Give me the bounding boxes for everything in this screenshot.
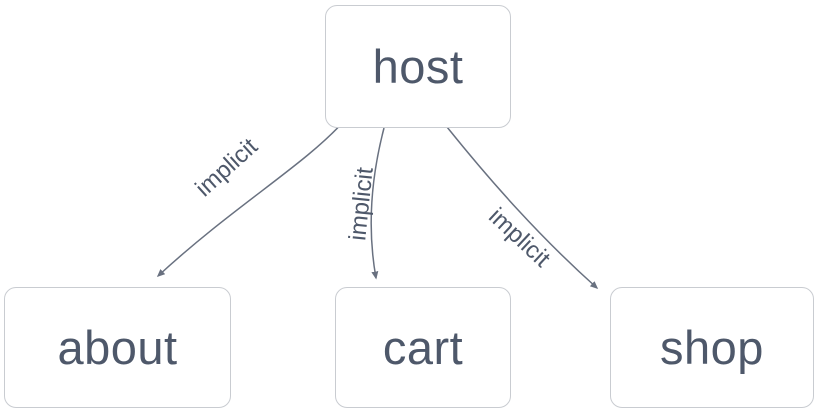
node-about: about	[4, 287, 231, 408]
edge-label-host-cart: implicit	[344, 166, 379, 242]
node-host: host	[325, 5, 511, 128]
edge-label-host-shop: implicit	[483, 202, 556, 273]
node-cart: cart	[335, 287, 511, 408]
edge-label-host-about: implicit	[190, 133, 263, 203]
node-shop: shop	[610, 287, 814, 408]
edge-host-shop	[446, 126, 599, 290]
